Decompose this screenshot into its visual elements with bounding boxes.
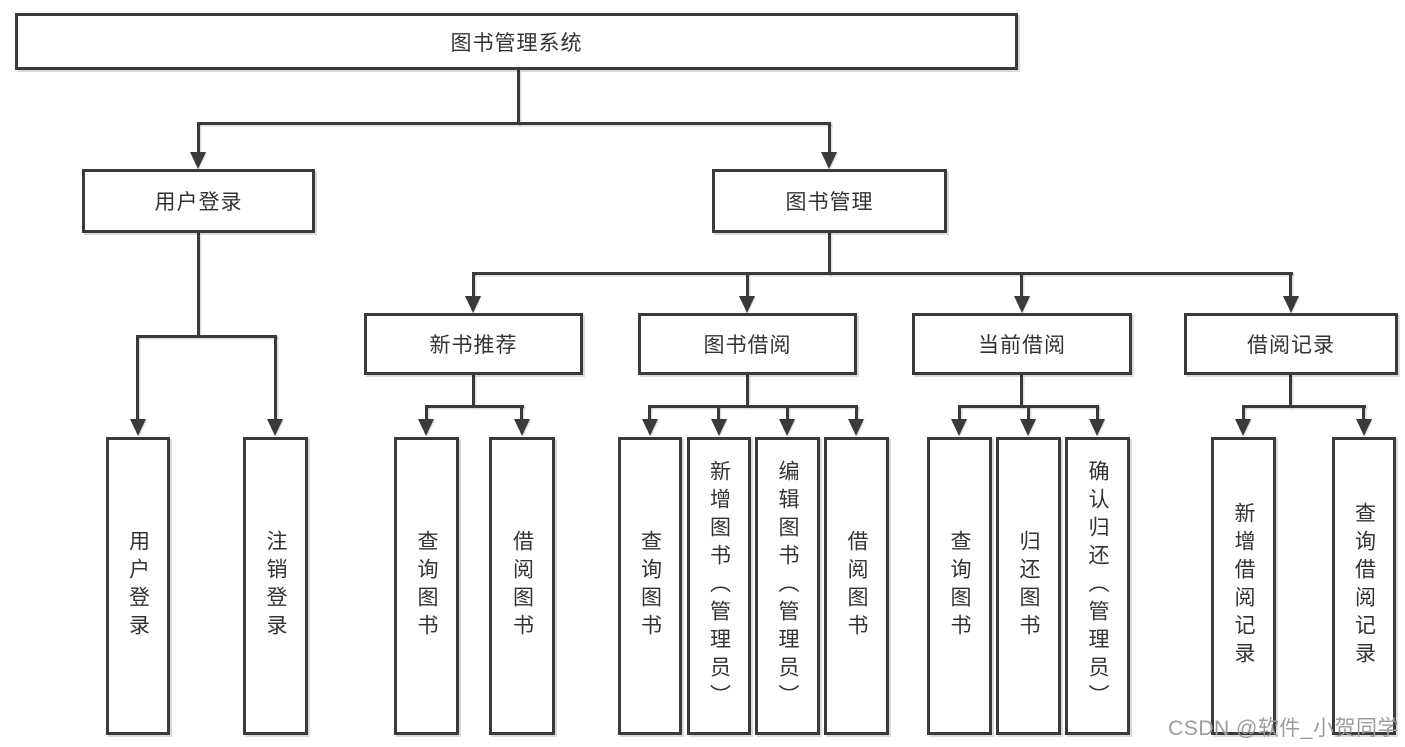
connector-line xyxy=(197,233,200,337)
node-new-book-recommend-label: 新书推荐 xyxy=(429,334,518,357)
connector-arrowhead-down xyxy=(1283,296,1299,313)
connector-line xyxy=(828,122,831,154)
leaf-return-book-label: 归还图书 xyxy=(1017,530,1041,642)
connector-arrowhead-down xyxy=(739,296,755,313)
connector-line xyxy=(197,122,831,125)
leaf-borrow-book-recommend: 借阅图书 xyxy=(489,437,555,735)
node-book-borrow: 图书借阅 xyxy=(638,313,857,375)
connector-arrowhead-down xyxy=(1014,296,1030,313)
connector-line xyxy=(472,375,475,407)
connector-line xyxy=(274,335,277,420)
leaf-user-login-label: 用户登录 xyxy=(126,530,150,642)
connector-line xyxy=(472,272,1293,275)
connector-line xyxy=(136,335,139,420)
leaf-edit-book-admin-label: 编辑图书（管理员） xyxy=(776,460,800,712)
leaf-edit-book-admin: 编辑图书（管理员） xyxy=(755,437,820,735)
leaf-add-book-admin-label: 新增图书（管理员） xyxy=(707,460,731,712)
connector-arrowhead-down xyxy=(1235,419,1251,436)
connector-line xyxy=(520,405,523,421)
leaf-query-book-borrow: 查询图书 xyxy=(618,437,682,735)
connector-arrowhead-down xyxy=(418,419,434,436)
connector-arrowhead-down xyxy=(848,419,864,436)
leaf-query-book-recommend-label: 查询图书 xyxy=(415,530,439,642)
node-book-borrow-label: 图书借阅 xyxy=(703,334,792,357)
connector-arrowhead-down xyxy=(1356,419,1372,436)
connector-line xyxy=(1289,375,1292,407)
node-user-login-label: 用户登录 xyxy=(154,191,243,214)
connector-line xyxy=(1027,405,1030,421)
node-root-label: 图书管理系统 xyxy=(450,31,583,55)
connector-line xyxy=(1242,405,1245,421)
node-current-borrow: 当前借阅 xyxy=(912,313,1132,375)
node-user-login: 用户登录 xyxy=(82,169,315,233)
leaf-query-borrow-record-label: 查询借阅记录 xyxy=(1352,502,1376,670)
leaf-query-borrow-record: 查询借阅记录 xyxy=(1332,437,1396,735)
connector-arrowhead-down xyxy=(1020,419,1036,436)
connector-arrowhead-down xyxy=(267,419,283,436)
connector-line xyxy=(828,233,831,275)
leaf-borrow-book: 借阅图书 xyxy=(824,437,889,735)
connector-line xyxy=(136,335,277,338)
node-borrow-records: 借阅记录 xyxy=(1184,313,1398,375)
watermark: CSDN @软件_小贺同学 xyxy=(1168,717,1399,740)
node-book-management-label: 图书管理 xyxy=(785,191,874,214)
connector-arrowhead-down xyxy=(951,419,967,436)
leaf-add-book-admin: 新增图书（管理员） xyxy=(687,437,751,735)
connector-line xyxy=(472,272,475,298)
connector-line xyxy=(958,405,961,421)
connector-line xyxy=(517,70,520,125)
node-current-borrow-label: 当前借阅 xyxy=(978,334,1066,357)
leaf-logout-login: 注销登录 xyxy=(243,437,308,735)
connector-line xyxy=(1289,272,1292,298)
leaf-borrow-book-recommend-label: 借阅图书 xyxy=(510,530,534,642)
connector-line xyxy=(1020,272,1023,298)
leaf-borrow-book-label: 借阅图书 xyxy=(845,530,869,642)
connector-arrowhead-down xyxy=(642,419,658,436)
leaf-query-book-current-label: 查询图书 xyxy=(948,530,972,642)
connector-arrowhead-down xyxy=(821,152,837,169)
node-borrow-records-label: 借阅记录 xyxy=(1247,334,1335,357)
connector-line xyxy=(746,375,749,407)
connector-line xyxy=(197,122,200,154)
leaf-logout-login-label: 注销登录 xyxy=(264,530,288,642)
connector-arrowhead-down xyxy=(465,296,481,313)
connector-arrowhead-down xyxy=(711,419,727,436)
connector-line xyxy=(425,405,428,421)
connector-line xyxy=(1020,375,1023,407)
connector-line xyxy=(746,272,749,298)
node-new-book-recommend: 新书推荐 xyxy=(364,313,583,375)
connector-arrowhead-down xyxy=(1089,419,1105,436)
leaf-query-book-borrow-label: 查询图书 xyxy=(638,530,662,642)
leaf-confirm-return-admin: 确认归还（管理员） xyxy=(1065,437,1130,735)
connector-arrowhead-down xyxy=(130,419,146,436)
leaf-add-borrow-record: 新增借阅记录 xyxy=(1211,437,1276,735)
connector-arrowhead-down xyxy=(190,152,206,169)
leaf-return-book: 归还图书 xyxy=(996,437,1061,735)
connector-line xyxy=(717,405,720,421)
leaf-user-login: 用户登录 xyxy=(106,437,170,735)
connector-line xyxy=(786,405,789,421)
node-root: 图书管理系统 xyxy=(15,13,1018,70)
leaf-add-borrow-record-label: 新增借阅记录 xyxy=(1232,502,1256,670)
node-book-management: 图书管理 xyxy=(712,169,947,233)
leaf-query-book-recommend: 查询图书 xyxy=(394,437,459,735)
connector-arrowhead-down xyxy=(514,419,530,436)
connector-arrowhead-down xyxy=(779,419,795,436)
connector-line xyxy=(1096,405,1099,421)
connector-line xyxy=(648,405,858,408)
leaf-confirm-return-admin-label: 确认归还（管理员） xyxy=(1086,460,1110,712)
connector-line xyxy=(1362,405,1365,421)
connector-line xyxy=(648,405,651,421)
connector-line xyxy=(1242,405,1366,408)
connector-line xyxy=(425,405,524,408)
leaf-query-book-current: 查询图书 xyxy=(927,437,992,735)
connector-line xyxy=(855,405,858,421)
